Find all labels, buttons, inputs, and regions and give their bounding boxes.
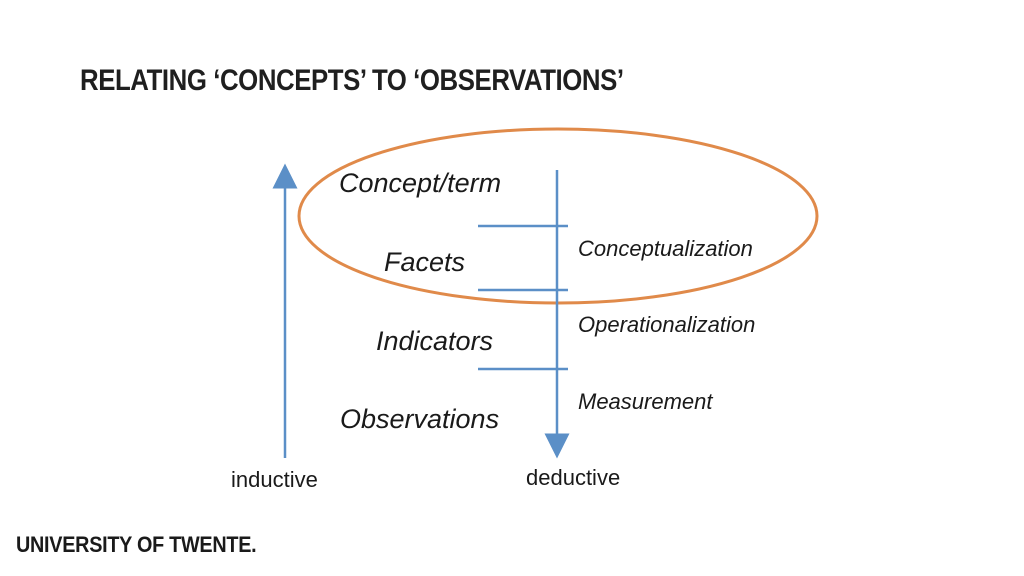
level-concept: Concept/term (339, 168, 502, 198)
direction-inductive: inductive (231, 467, 318, 492)
process-measurement: Measurement (578, 389, 713, 414)
slide-title: RELATING ‘CONCEPTS’ TO ‘OBSERVATIONS’ (80, 64, 624, 97)
university-logo: UNIVERSITY OF TWENTE. (16, 532, 257, 557)
level-observations: Observations (340, 404, 500, 434)
process-conceptualization: Conceptualization (578, 236, 753, 261)
level-indicators: Indicators (376, 326, 494, 356)
direction-deductive: deductive (526, 465, 621, 490)
level-facets: Facets (384, 247, 466, 277)
process-operationalization: Operationalization (578, 312, 756, 337)
